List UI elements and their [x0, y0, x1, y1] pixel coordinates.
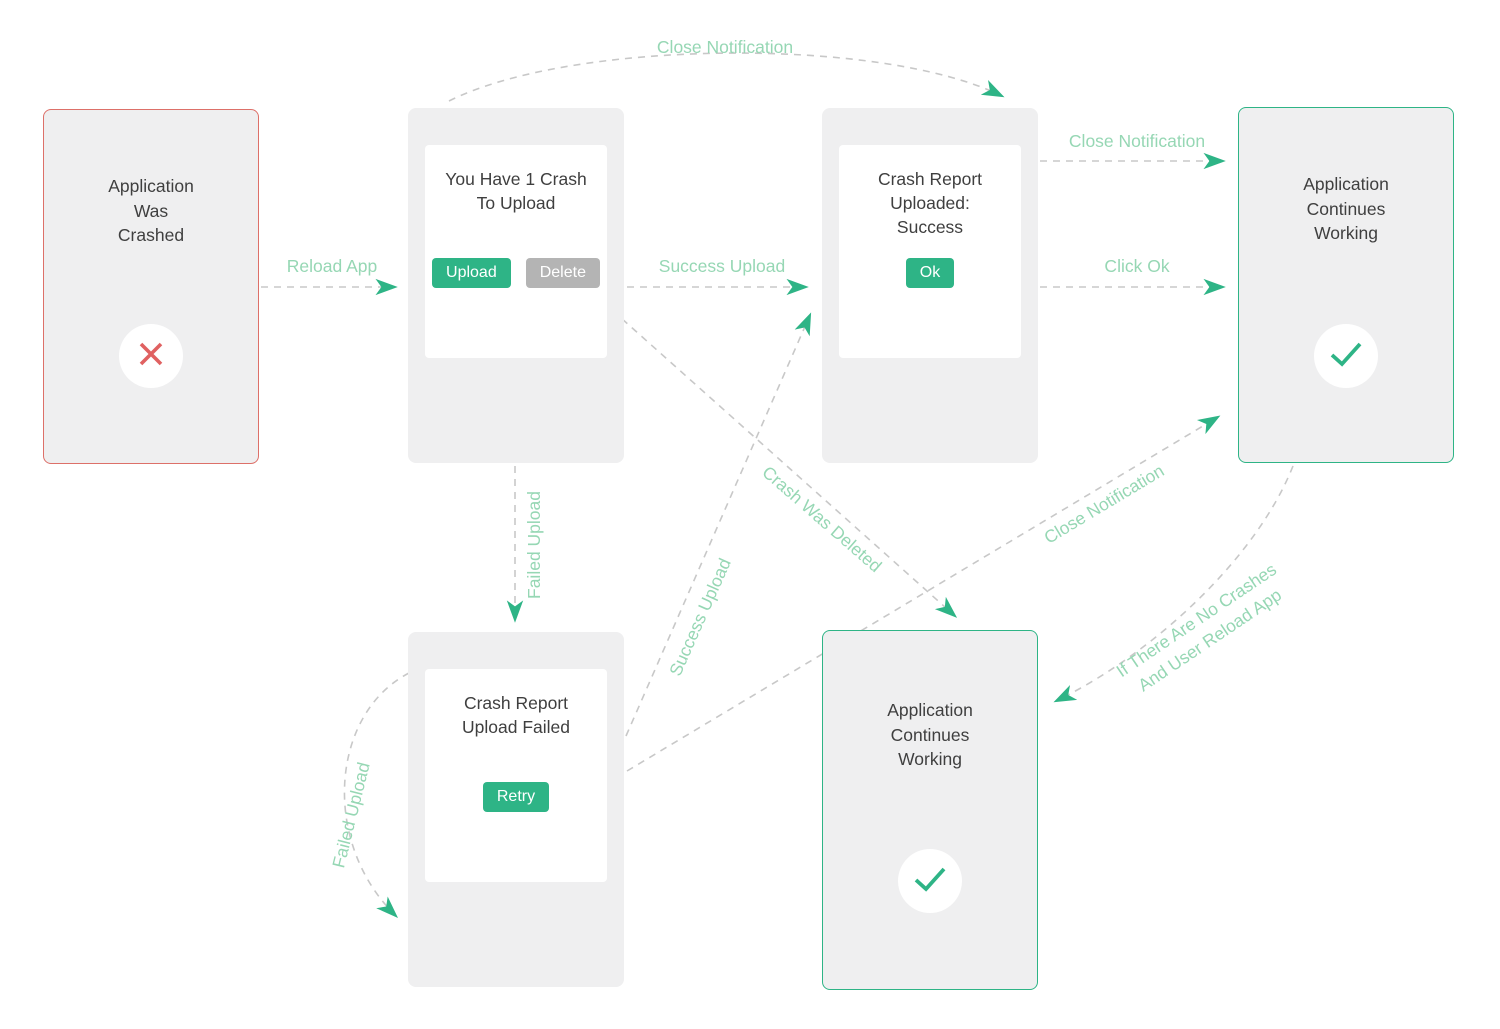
retry-button[interactable]: Retry [482, 782, 550, 812]
delete-button[interactable]: Delete [525, 258, 600, 288]
edge-no-crashes-reload [1053, 465, 1294, 703]
node-title: Application Was Crashed [108, 176, 194, 245]
notification-card: You Have 1 Crash To Upload Upload Delete [425, 145, 607, 358]
status-circle [1314, 324, 1378, 388]
button-row: Retry [425, 782, 607, 812]
node-upload-success: Crash Report Uploaded: Success Ok [822, 108, 1038, 463]
node-application-was-crashed: Application Was Crashed [43, 109, 259, 464]
button-row: Ok [839, 258, 1021, 288]
error-x-icon [135, 338, 167, 375]
card-title: Crash Report Upload Failed [462, 693, 570, 737]
notification-card: Crash Report Uploaded: Success Ok [839, 145, 1021, 358]
success-check-icon [912, 864, 948, 899]
ok-button[interactable]: Ok [905, 258, 955, 288]
card-title: You Have 1 Crash To Upload [445, 169, 587, 213]
upload-button[interactable]: Upload [432, 258, 511, 288]
node-application-continues-working-top: Application Continues Working [1238, 107, 1454, 463]
node-application-continues-working-bottom: Application Continues Working [822, 630, 1038, 990]
status-circle [898, 849, 962, 913]
card-title: Crash Report Uploaded: Success [877, 169, 983, 237]
edge-crash-was-deleted [592, 292, 958, 618]
button-row: Upload Delete [425, 258, 607, 288]
node-title: Application Continues Working [1303, 174, 1389, 243]
success-check-icon [1328, 339, 1364, 374]
edge-close-notification-diagonal [626, 415, 1221, 772]
node-title: Application Continues Working [887, 700, 973, 769]
node-crash-to-upload: You Have 1 Crash To Upload Upload Delete [408, 108, 624, 463]
notification-card: Crash Report Upload Failed Retry [425, 669, 607, 882]
node-upload-failed: Crash Report Upload Failed Retry [408, 632, 624, 987]
edge-failed-upload-loop [343, 672, 410, 918]
status-circle [119, 324, 183, 388]
edge-success-upload-diagonal [625, 312, 812, 737]
edge-close-notification-top-arc [448, 52, 1005, 102]
